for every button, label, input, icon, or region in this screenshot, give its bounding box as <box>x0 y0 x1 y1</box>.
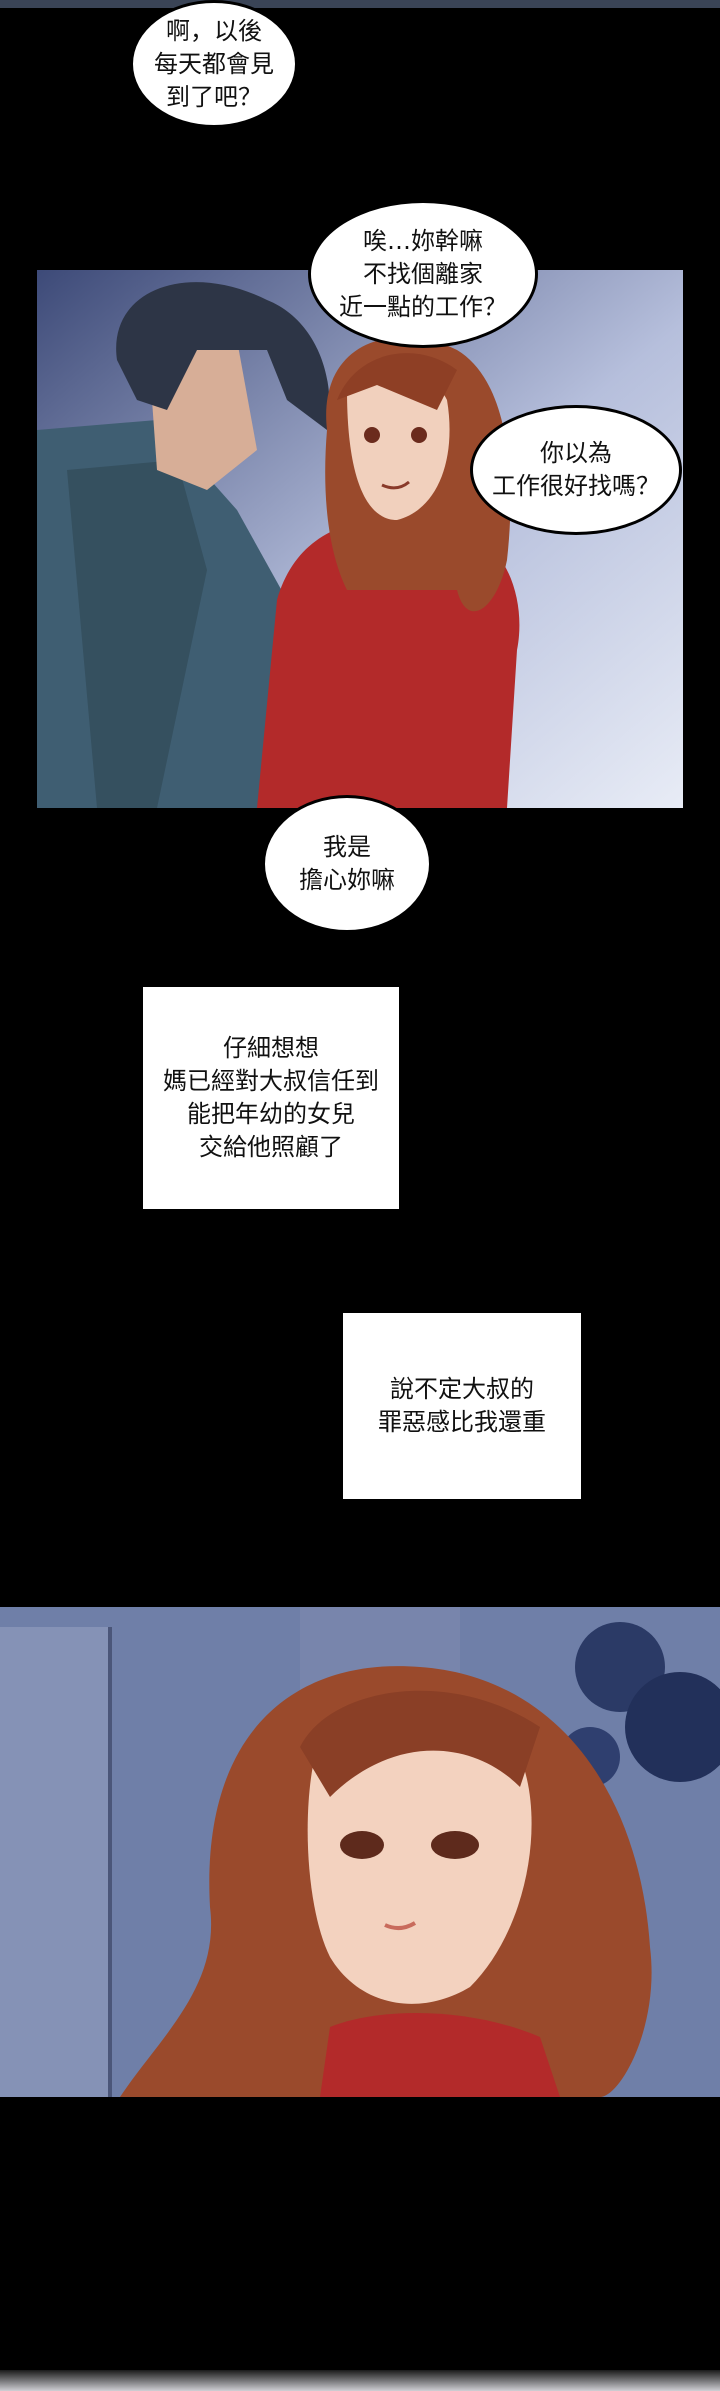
panel-woman-closeup <box>0 1607 720 2097</box>
panel-couple <box>37 270 683 808</box>
top-strip <box>0 0 720 8</box>
caption-box-2: 說不定大叔的 罪惡感比我還重 <box>343 1313 581 1499</box>
speech-bubble-4: 我是 擔心妳嘛 <box>262 795 432 933</box>
couple-illustration <box>37 270 683 808</box>
woman-illustration <box>0 1607 720 2097</box>
speech-bubble-1: 啊，以後 每天都會見 到了吧？ <box>130 0 298 128</box>
bottom-strip <box>0 2370 720 2391</box>
caption-box-1: 仔細想想 媽已經對大叔信任到 能把年幼的女兒 交給他照顧了 <box>143 987 399 1209</box>
speech-bubble-2: 唉…妳幹嘛 不找個離家 近一點的工作？ <box>308 200 538 348</box>
speech-bubble-3: 你以為 工作很好找嗎？ <box>470 405 682 535</box>
